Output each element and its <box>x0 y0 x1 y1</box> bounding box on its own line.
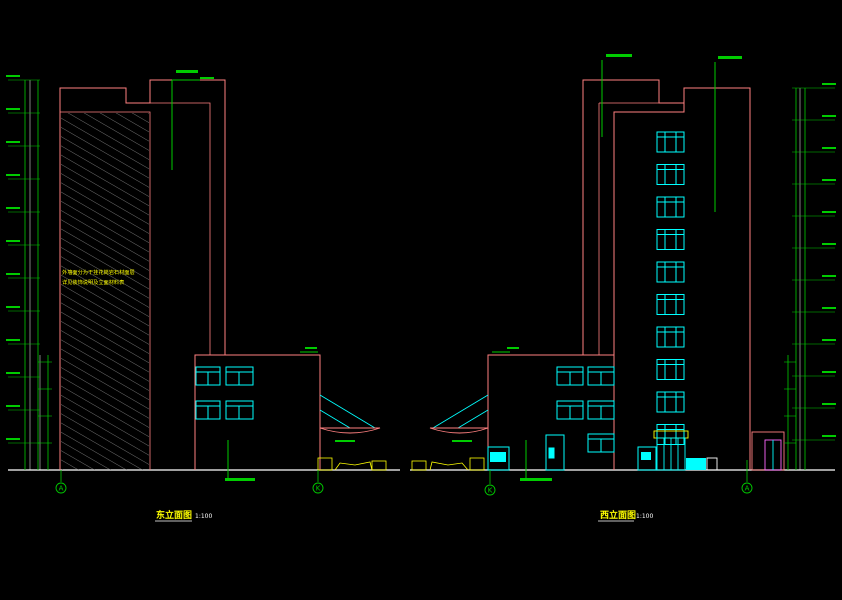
tower-window <box>656 164 685 185</box>
east-level-tag <box>6 207 20 209</box>
west-axis-a-bubble <box>741 482 753 494</box>
west-level-tag <box>822 435 836 437</box>
east-level-ruler <box>24 80 49 470</box>
east-elevation-scale: 1:100 <box>195 513 212 520</box>
east-level-tag <box>6 339 20 341</box>
east-podium-windows <box>195 366 254 420</box>
tower-window <box>656 359 685 380</box>
east-axis-k-bubble <box>312 482 324 494</box>
west-level-ruler <box>787 88 806 470</box>
west-level-tag <box>822 339 836 341</box>
east-level-tag <box>6 240 20 242</box>
east-level-tag <box>6 306 20 308</box>
east-level-tag <box>6 405 20 407</box>
west-side-block <box>751 431 785 471</box>
west-level-ticks <box>784 83 836 444</box>
west-level-tag <box>822 115 836 117</box>
west-elevation-title: 西立面图 <box>600 509 636 521</box>
east-planter <box>317 457 387 471</box>
tower-window <box>656 424 685 445</box>
west-tower-left-outline <box>582 79 684 355</box>
east-elevation-title: 东立面图 <box>156 509 192 521</box>
tower-window <box>656 391 685 413</box>
west-tower-outline <box>613 87 751 470</box>
west-podium-outline <box>487 354 614 470</box>
west-planter <box>411 457 485 471</box>
west-elevation-scale: 1:100 <box>636 513 653 520</box>
west-level-tag <box>822 147 836 149</box>
east-note-line-1: 外墙面分为干挂花岗岩石材面层 <box>62 268 135 276</box>
west-level-tag <box>822 83 836 85</box>
west-leader-tags <box>452 54 742 481</box>
east-level-tag <box>6 273 20 275</box>
east-tower-inner-line <box>60 111 151 470</box>
west-level-tag <box>822 211 836 213</box>
east-tower-setback <box>150 102 211 355</box>
east-level-tag <box>6 75 20 77</box>
east-elevation: 外墙面分为干挂花岗岩石材面层 详见装饰说明及立面材料表 A K 东立面图 1:1… <box>6 70 400 522</box>
east-podium-outline <box>194 354 321 470</box>
tower-window <box>656 131 685 153</box>
east-axis-a-label: A <box>59 485 64 493</box>
east-leaders <box>171 79 318 480</box>
east-axis-k-label: K <box>316 485 321 493</box>
west-leaders <box>492 60 716 480</box>
east-note-line-2: 详见装饰说明及立面材料表 <box>62 278 125 286</box>
tower-window <box>656 261 685 283</box>
west-elevation: K A 西立面图 1:100 <box>410 54 836 522</box>
east-level-tag <box>6 141 20 143</box>
west-level-tag <box>822 179 836 181</box>
west-level-tag <box>822 371 836 373</box>
west-level-tag <box>822 307 836 309</box>
east-canopy <box>319 394 381 434</box>
east-leader-tags <box>176 70 355 481</box>
tower-window <box>656 326 685 348</box>
west-entrance <box>653 430 718 471</box>
tower-window <box>656 229 685 250</box>
west-axis-a-label: A <box>745 485 750 493</box>
east-level-tag <box>6 372 20 374</box>
west-doors <box>487 434 657 471</box>
east-level-tag <box>6 438 20 440</box>
west-tower-windows <box>656 131 685 445</box>
west-level-tag <box>822 275 836 277</box>
tower-window <box>656 294 685 315</box>
west-level-tag <box>822 243 836 245</box>
west-axis-k-label: K <box>488 487 493 495</box>
east-level-tag <box>6 108 20 110</box>
east-hatched-wall <box>61 113 149 470</box>
west-podium-windows <box>556 366 615 453</box>
east-level-ticks <box>6 75 52 444</box>
west-canopy <box>429 394 489 434</box>
east-level-tag <box>6 174 20 176</box>
west-level-tag <box>822 403 836 405</box>
tower-window <box>656 196 685 218</box>
east-axis-a-bubble <box>55 482 67 494</box>
west-axis-k-bubble <box>484 484 496 496</box>
